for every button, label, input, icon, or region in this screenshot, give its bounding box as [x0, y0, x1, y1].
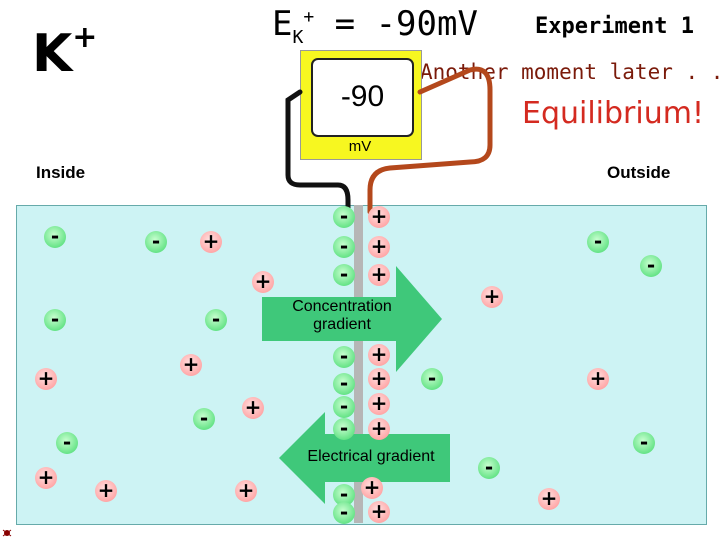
black-wire: [285, 89, 351, 215]
positive-ion: +: [368, 236, 390, 258]
positive-ion: +: [235, 480, 257, 502]
positive-ion: +: [368, 344, 390, 366]
negative-ion: -: [193, 408, 215, 430]
equilibrium-potential-title: EK+ = -90mV: [272, 4, 478, 48]
negative-ion: -: [333, 502, 355, 524]
positive-ion: +: [200, 231, 222, 253]
experiment-title: Experiment 1: [535, 14, 694, 39]
negative-ion: -: [333, 418, 355, 440]
negative-ion: -: [333, 264, 355, 286]
positive-ion: +: [242, 397, 264, 419]
concentration-gradient-arrow: [262, 266, 442, 372]
ion-symbol: K+: [32, 22, 97, 80]
equilibrium-status: Equilibrium!: [522, 96, 704, 131]
equation-subscript: K: [292, 26, 304, 48]
negative-ion: -: [640, 255, 662, 277]
equation-prefix: E: [272, 4, 293, 44]
positive-ion: +: [368, 393, 390, 415]
voltmeter-screen: [311, 58, 414, 137]
positive-ion: +: [180, 354, 202, 376]
electrical-gradient-label: Electrical gradient: [307, 448, 435, 465]
negative-ion: -: [333, 396, 355, 418]
concentration-gradient-label: Concentration gradient: [292, 298, 392, 333]
ion-letter: K: [32, 24, 73, 84]
voltmeter-unit: mV: [348, 138, 372, 155]
positive-ion: +: [35, 467, 57, 489]
positive-ion: +: [368, 264, 390, 286]
positive-ion: +: [361, 477, 383, 499]
positive-ion: +: [481, 286, 503, 308]
negative-ion: -: [333, 373, 355, 395]
ion-charge: +: [72, 19, 98, 55]
cell-membrane: [354, 205, 363, 523]
negative-ion: -: [145, 231, 167, 253]
negative-ion: -: [44, 226, 66, 248]
negative-ion: -: [478, 457, 500, 479]
positive-ion: +: [35, 368, 57, 390]
brown-wire: [367, 66, 493, 215]
positive-ion: +: [587, 368, 609, 390]
inside-label: Inside: [36, 163, 86, 182]
negative-ion: -: [44, 309, 66, 331]
voltmeter-reading: -90: [340, 80, 385, 113]
negative-ion: -: [333, 206, 355, 228]
positive-ion: +: [95, 480, 117, 502]
positive-ion: +: [252, 271, 274, 293]
positive-ion: +: [368, 418, 390, 440]
negative-ion: -: [421, 368, 443, 390]
positive-ion: +: [368, 368, 390, 390]
negative-ion: -: [333, 236, 355, 258]
negative-ion: -: [333, 484, 355, 506]
negative-ion: -: [333, 346, 355, 368]
negative-ion: -: [56, 432, 78, 454]
negative-ion: -: [633, 432, 655, 454]
positive-ion: +: [368, 501, 390, 523]
bug-icon: [2, 528, 12, 538]
electrical-gradient-arrow: [279, 412, 450, 504]
positive-ion: +: [368, 206, 390, 228]
equation-superscript: +: [303, 6, 315, 28]
negative-ion: -: [587, 231, 609, 253]
negative-ion: -: [205, 309, 227, 331]
outside-label: Outside: [607, 163, 671, 182]
equation-value: = -90mV: [314, 4, 478, 44]
positive-ion: +: [538, 488, 560, 510]
